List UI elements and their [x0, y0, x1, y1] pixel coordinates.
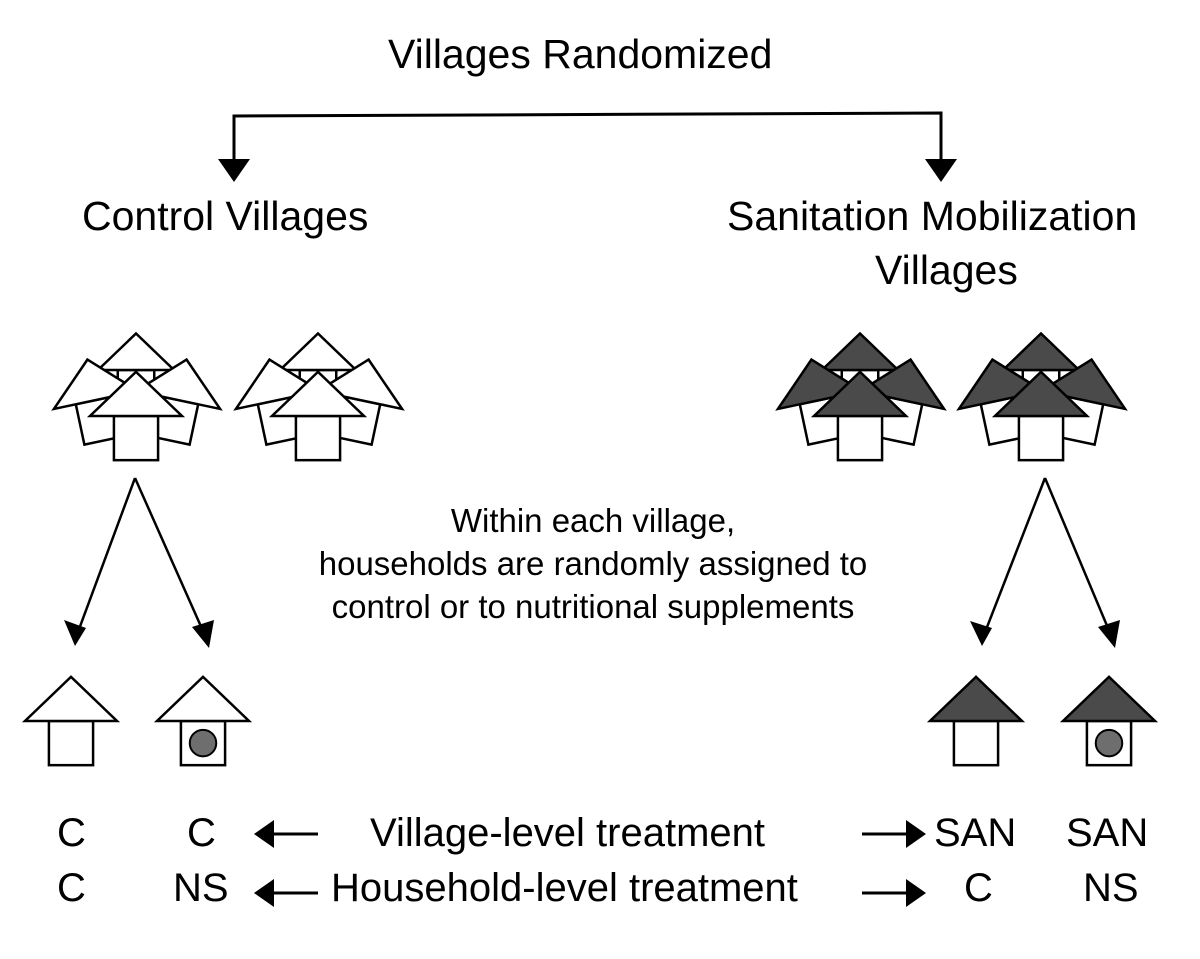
house-icon [926, 675, 1026, 767]
arrowhead [64, 620, 86, 646]
control-village-cluster [233, 331, 405, 462]
house-icon [86, 370, 186, 462]
house-icon [991, 370, 1091, 462]
arrowhead [192, 620, 214, 648]
house-icon [21, 675, 121, 767]
control-village-cluster [51, 331, 223, 462]
code-control-control-village: C [57, 811, 86, 855]
code-control-supplement-village: C [187, 811, 216, 855]
sanitation-village-cluster [775, 331, 947, 462]
household-arrowheads [64, 620, 1120, 648]
arrow-san-to-supplement-household [1043, 477, 1115, 641]
arrow-control-to-control-household [73, 477, 137, 641]
household-assignment-arrows [73, 477, 1115, 641]
arrow-left-household-level [254, 879, 274, 907]
house-icon [926, 675, 1026, 767]
house-icon [1059, 675, 1159, 767]
house-icon [153, 675, 253, 767]
code-sanitation-supplement-household: NS [1083, 866, 1139, 910]
code-control-control-household: C [57, 866, 86, 910]
house-icon [268, 370, 368, 462]
code-control-supplement-household: NS [173, 866, 229, 910]
treatment-row-arrowheads [254, 820, 926, 907]
sanitation-villages-label-line2: Villages [875, 247, 1018, 293]
code-sanitation-control-household: C [964, 866, 993, 910]
note-line: households are randomly assigned to [318, 544, 868, 582]
arrow-to-control-villages [218, 159, 250, 182]
code-sanitation-supplement-village: SAN [1066, 811, 1149, 855]
household-level-treatment-label: Household-level treatment [331, 866, 798, 910]
arrow-control-to-supplement-household [133, 477, 209, 641]
code-sanitation-control-village: SAN [934, 811, 1017, 855]
house-icon [1059, 675, 1159, 767]
treatment-row-arrows [272, 832, 908, 895]
supplement-dot-icon [1094, 728, 1124, 758]
house-icon [810, 370, 910, 462]
note-line: Within each village, [450, 502, 736, 539]
arrow-left-village-level [254, 820, 274, 848]
arrow-to-sanitation-villages [925, 159, 957, 182]
randomization-connector [232, 111, 943, 160]
note-line: control or to nutritional supplements [331, 587, 855, 625]
arrow-right-village-level [906, 820, 926, 848]
arrow-right-household-level [906, 879, 926, 907]
arrow-san-to-control-household [980, 477, 1047, 641]
sanitation-village-cluster [956, 331, 1128, 462]
village-level-treatment-label: Village-level treatment [370, 811, 766, 855]
control-villages-label: Control Villages [82, 193, 369, 239]
house-icon [21, 675, 121, 767]
diagram-title: Villages Randomized [388, 31, 773, 77]
arrowhead [970, 621, 992, 646]
house-icon [153, 675, 253, 767]
supplement-dot-icon [188, 728, 218, 758]
sanitation-villages-label-line1: Sanitation Mobilization [727, 193, 1138, 239]
arrowhead [1098, 620, 1120, 648]
randomization-note: Within each village, households are rand… [270, 500, 916, 629]
